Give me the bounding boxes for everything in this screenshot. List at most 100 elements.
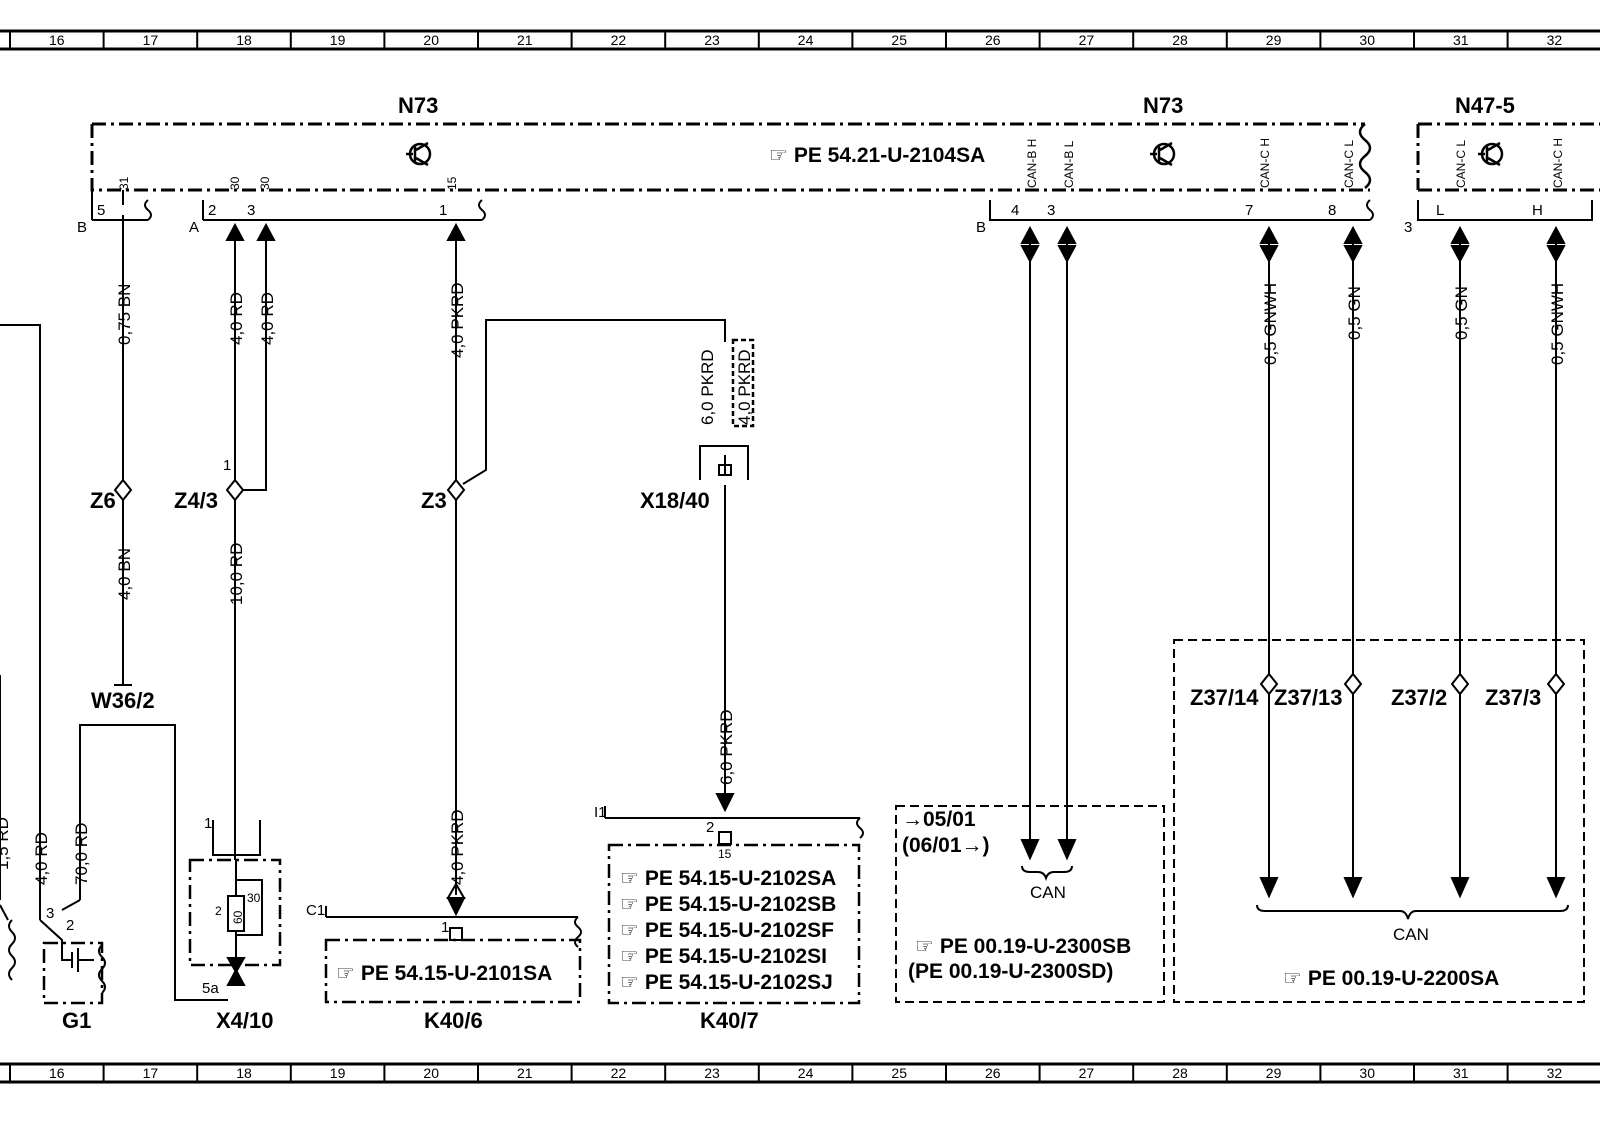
wire-label: 6,0 PKRD	[717, 709, 736, 785]
wire-label: 4,0 PKRD	[448, 809, 467, 885]
can-c-label: CAN	[1393, 925, 1429, 944]
ruler-column-label: 28	[1172, 1065, 1188, 1081]
ruler-column-label: 17	[143, 32, 159, 48]
ruler-column-label: 22	[611, 1065, 627, 1081]
transistor-icon	[1150, 141, 1176, 167]
k40-6-box	[324, 906, 582, 1004]
pin-2: 2	[208, 202, 216, 219]
ruler-column-label: 23	[704, 1065, 720, 1081]
n73-reference: ☞PE 54.21-U-2104SA	[769, 144, 985, 167]
pin-h: H	[1532, 202, 1543, 219]
k40-6-reference: ☞PE 54.15-U-2101SA	[336, 962, 552, 985]
ruler-column-label: 32	[1547, 1065, 1563, 1081]
ruler-column-label: 18	[236, 1065, 252, 1081]
x18-40-connector	[699, 338, 755, 480]
pin-30a-label: 30	[228, 176, 242, 190]
wire-label: 4,0 RD	[258, 292, 277, 345]
ruler-column-label: 24	[798, 32, 814, 48]
x18-40-label: X18/40	[640, 488, 710, 513]
pin-4: 4	[1011, 202, 1019, 219]
n47-5-module	[1416, 122, 1600, 221]
ruler-column-label: 27	[1079, 32, 1095, 48]
x4-10-fuse	[188, 820, 282, 967]
z37-13-label: Z37/13	[1274, 685, 1343, 710]
z37-3-label: Z37/3	[1485, 685, 1541, 710]
wire-label: 0,5 GN	[1345, 286, 1364, 340]
pin-8: 8	[1328, 202, 1336, 219]
can-b-label: CAN	[1030, 883, 1066, 902]
connector-a-label: A	[189, 219, 199, 236]
can-b-area	[895, 805, 1165, 1003]
date-from-note: →05/01	[902, 808, 976, 831]
can-c-area	[1173, 639, 1585, 1003]
w36-2-label: W36/2	[91, 688, 155, 713]
pin-l: L	[1436, 202, 1444, 219]
ruler-column-label: 23	[704, 32, 720, 48]
wire-label: 4,0 RD	[32, 832, 51, 885]
can-b-reference-1: ☞PE 00.19-U-2300SB	[915, 935, 1131, 958]
z3-label: Z3	[421, 488, 447, 513]
ruler-column-label: 26	[985, 32, 1001, 48]
wire-label: 0,75 BN	[115, 284, 134, 345]
i1-label: I1	[594, 804, 607, 821]
g1-battery	[39, 899, 106, 1005]
left-edge-component	[0, 904, 16, 981]
can-b-l-pin-label: CAN-B L	[1062, 140, 1076, 188]
c1-label: C1	[306, 902, 325, 919]
pin-30b-label: 30	[258, 176, 272, 190]
ruler-column-label: 26	[985, 1065, 1001, 1081]
can-c-brace	[1256, 904, 1569, 920]
wire-label: 0,5 GN	[1452, 286, 1471, 340]
connector-b-label: B	[77, 219, 87, 236]
n73-module	[90, 122, 1374, 221]
splice-points	[113, 478, 1566, 696]
can-b-h-pin-label: CAN-B H	[1025, 139, 1039, 188]
x4-pin-1: 1	[204, 815, 212, 832]
n47-can-c-h-pin-label: CAN-C H	[1551, 138, 1565, 188]
pin-15-label: 15	[445, 176, 459, 190]
k40-7-box	[604, 806, 864, 1005]
wire-label: 6,0 PKRD	[698, 349, 717, 425]
ruler-column-label: 18	[236, 32, 252, 48]
ruler-column-label: 20	[423, 1065, 439, 1081]
wire-label: 1,5 RD	[0, 817, 12, 870]
ruler-column-label: 19	[330, 1065, 346, 1081]
wire-label: 0,5 GNWH	[1548, 283, 1567, 365]
ruler-column-label: 32	[1547, 32, 1563, 48]
connector-b2-label: B	[976, 219, 986, 236]
k40-6-label: K40/6	[424, 1008, 483, 1033]
can-c-reference: ☞PE 00.19-U-2200SA	[1283, 967, 1499, 990]
z6-label: Z6	[90, 488, 116, 513]
transistor-icon	[406, 141, 432, 167]
k40-7-label: K40/7	[700, 1008, 759, 1033]
wire-label: 4,0 BN	[115, 548, 134, 600]
k40-7-reference-3: ☞PE 54.15-U-2102SF	[620, 919, 834, 942]
n47-5-label: N47-5	[1455, 93, 1515, 118]
z37-14-label: Z37/14	[1190, 685, 1259, 710]
x4-fuse-60: 60	[231, 910, 245, 924]
wire-label: 4,0 RD	[227, 292, 246, 345]
can-b-brace	[1021, 865, 1073, 882]
z4-3-pin-1: 1	[223, 457, 231, 474]
wire-label: 70,0 RD	[72, 823, 91, 885]
pin-31-label: 31	[117, 176, 131, 190]
ruler-column-label: 16	[49, 32, 65, 48]
can-c-h-pin-label: CAN-C H	[1258, 138, 1272, 188]
wire-label: 0,5 GNWH	[1261, 283, 1280, 365]
x4-10-label: X4/10	[216, 1008, 274, 1033]
ruler-column-label: 27	[1079, 1065, 1095, 1081]
ruler-column-label: 29	[1266, 32, 1282, 48]
date-to-note: (06/01→)	[902, 834, 990, 857]
ruler-column-label: 31	[1453, 32, 1469, 48]
ruler-column-label: 21	[517, 32, 533, 48]
transistor-icon	[1478, 141, 1504, 167]
ruler-column-label: 25	[891, 32, 907, 48]
n73-label-right: N73	[1143, 93, 1183, 118]
ruler-column-label: 31	[1453, 1065, 1469, 1081]
pin-5: 5	[97, 202, 105, 219]
wires	[0, 190, 1557, 1001]
k40-6-pin-1: 1	[441, 919, 449, 936]
